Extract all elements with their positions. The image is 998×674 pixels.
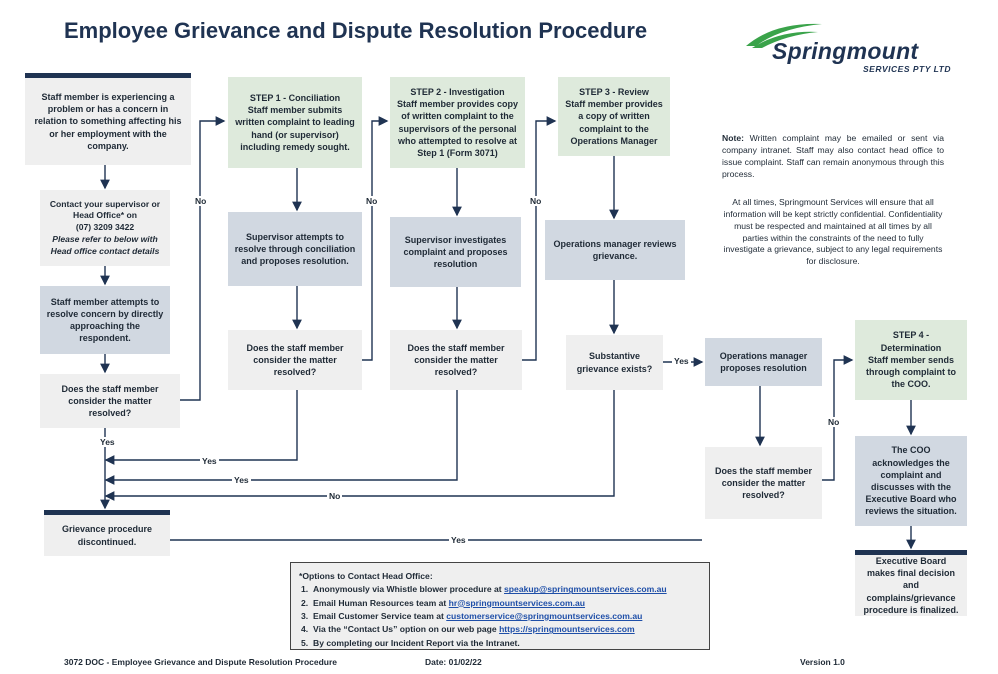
contact-option: Email Customer Service team at customers… (301, 610, 643, 624)
contact-option: Via the “Contact Us” option on our web p… (301, 623, 635, 637)
contact-options-heading: *Options to Contact Head Office: (299, 571, 433, 581)
yes-label-2: Yes (200, 456, 219, 466)
executive-board-box: Executive Board makes final decision and… (855, 550, 967, 616)
coo-review-box: The COO acknowledges the complaint and d… (855, 436, 967, 526)
note-paragraph-2: At all times, Springmount Services will … (723, 197, 943, 267)
footer-date: Date: 01/02/22 (425, 657, 482, 667)
contact-option: Email Human Resources team at hr@springm… (301, 597, 586, 611)
step-4-determination-box: STEP 4 - Determination Staff member send… (855, 320, 967, 400)
no-label-2: No (364, 196, 380, 206)
yes-label-4: Yes (672, 356, 691, 366)
logo-name: Springmount (772, 38, 919, 64)
website-link[interactable]: https://springmountservices.com (499, 624, 635, 635)
yes-label-5: Yes (449, 535, 468, 545)
operations-propose-box: Operations manager proposes resolution (705, 338, 822, 386)
note-paragraph-1: Note: Written complaint may be emailed o… (722, 133, 944, 179)
no-label-3: No (528, 196, 544, 206)
whistleblower-email-link[interactable]: speakup@springmountservices.com.au (504, 584, 667, 595)
page-title: Employee Grievance and Dispute Resolutio… (64, 18, 648, 43)
yes-label-1: Yes (98, 437, 117, 447)
no-label-5: No (826, 417, 842, 427)
no-label-4: No (327, 491, 343, 501)
contact-supervisor-box: Contact your supervisor or Head Office* … (40, 190, 170, 266)
grievance-discontinued-box: Grievance procedure discontinued. (44, 510, 170, 556)
substantive-grievance-question: Substantive grievance exists? (566, 335, 663, 390)
step-3-review-box: STEP 3 - Review Staff member provides a … (558, 77, 670, 156)
supervisor-investigates-box: Supervisor investigates complaint and pr… (390, 217, 521, 287)
contact-options-panel: *Options to Contact Head Office: Anonymo… (290, 562, 710, 650)
resolved-question-4: Does the staff member consider the matte… (705, 447, 822, 519)
contact-options-list: Anonymously via Whistle blower procedure… (299, 583, 701, 650)
no-label-1: No (193, 196, 209, 206)
contact-option: By completing our Incident Report via th… (301, 637, 520, 651)
step-1-conciliation-box: STEP 1 - Conciliation Staff member submi… (228, 77, 362, 168)
step-2-investigation-box: STEP 2 - Investigation Staff member prov… (390, 77, 525, 168)
yes-label-3: Yes (232, 475, 251, 485)
start-box: Staff member is experiencing a problem o… (25, 73, 191, 165)
contact-option: Anonymously via Whistle blower procedure… (301, 583, 667, 597)
footer-doc-title: 3072 DOC - Employee Grievance and Disput… (64, 657, 338, 667)
operations-review-box: Operations manager reviews grievance. (545, 220, 685, 280)
logo-swoosh-icon (746, 23, 822, 48)
approach-respondent-box: Staff member attempts to resolve concern… (40, 286, 170, 354)
hr-email-link[interactable]: hr@springmountservices.com.au (448, 597, 586, 608)
resolved-question-2: Does the staff member consider the matte… (228, 330, 362, 390)
customer-service-email-link[interactable]: customerservice@springmountservices.com.… (446, 610, 643, 621)
company-logo: Springmount SERVICES PTY LTD (744, 20, 964, 80)
resolved-question-1: Does the staff member consider the matte… (40, 374, 180, 428)
logo-subtitle: SERVICES PTY LTD (863, 64, 951, 74)
footer-version: Version 1.0 (800, 657, 845, 667)
resolved-question-3: Does the staff member consider the matte… (390, 330, 522, 390)
supervisor-resolve-box: Supervisor attempts to resolve through c… (228, 212, 362, 286)
